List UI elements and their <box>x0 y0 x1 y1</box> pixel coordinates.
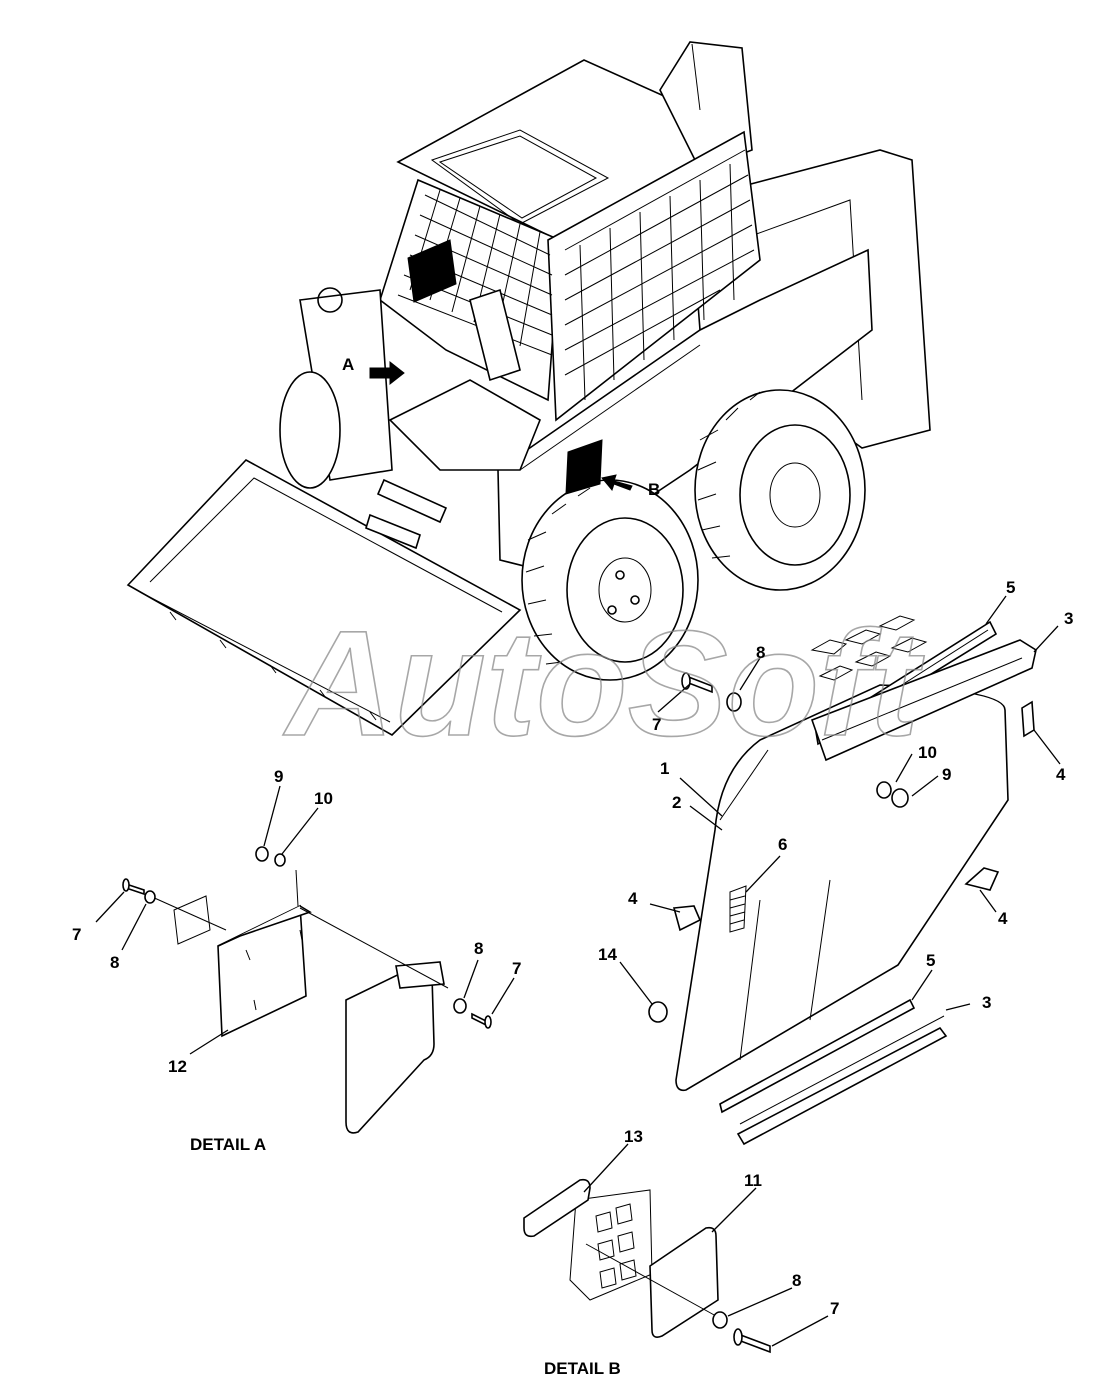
view-marker-a: A <box>342 355 354 374</box>
callout-5-door-bottom: 5 <box>926 951 935 970</box>
callout-8-detail-a-right: 8 <box>474 939 483 958</box>
arrow-a-icon <box>369 360 405 386</box>
callout-9-detail-a: 9 <box>274 767 283 786</box>
leader-lines <box>95 595 1061 1347</box>
callout-9-door: 9 <box>942 765 951 784</box>
callout-7-detail-b: 7 <box>830 1299 839 1318</box>
callout-6-door: 6 <box>778 835 787 854</box>
autosoft-watermark: AutoSoft <box>282 599 925 767</box>
callout-2-door: 2 <box>672 793 681 812</box>
callout-4-door-right: 4 <box>1056 765 1066 784</box>
skid-steer-loader-illustration <box>126 41 931 736</box>
callout-12-detail-a: 12 <box>168 1057 187 1076</box>
screen-mesh <box>397 149 755 401</box>
callout-7-detail-a-left: 7 <box>72 925 81 944</box>
callout-1-door: 1 <box>660 759 669 778</box>
callout-13-detail-b: 13 <box>624 1127 643 1146</box>
detail-b-caption: DETAIL B <box>544 1359 621 1378</box>
callout-8-door: 8 <box>756 643 765 662</box>
door-washer-icon <box>726 692 742 712</box>
callout-14-plug: 14 <box>598 945 617 964</box>
door-washer-10-icon <box>876 781 892 799</box>
arrow-b-icon <box>601 474 633 492</box>
callout-3-door-bottom: 3 <box>982 993 991 1012</box>
detail-a-caption: DETAIL A <box>190 1135 266 1154</box>
detail-b-assembly <box>523 1178 771 1354</box>
door-nut-9-icon <box>891 788 909 808</box>
callout-3-door-top: 3 <box>1064 609 1073 628</box>
callout-7-detail-a-right: 7 <box>512 959 521 978</box>
callout-4-door-left: 4 <box>628 889 638 908</box>
callout-7-door: 7 <box>652 715 661 734</box>
view-marker-b: B <box>648 480 660 499</box>
detail-a-assembly <box>122 846 492 1134</box>
callout-11-detail-b: 11 <box>744 1171 762 1190</box>
plug-14-icon <box>648 1001 668 1023</box>
callout-4-door-mid: 4 <box>998 909 1008 928</box>
callout-8-detail-a-left: 8 <box>110 953 119 972</box>
callout-10-door: 10 <box>918 743 937 762</box>
callout-5-door-top: 5 <box>1006 578 1015 597</box>
callout-8-detail-b: 8 <box>792 1271 801 1290</box>
callout-10-detail-a: 10 <box>314 789 333 808</box>
